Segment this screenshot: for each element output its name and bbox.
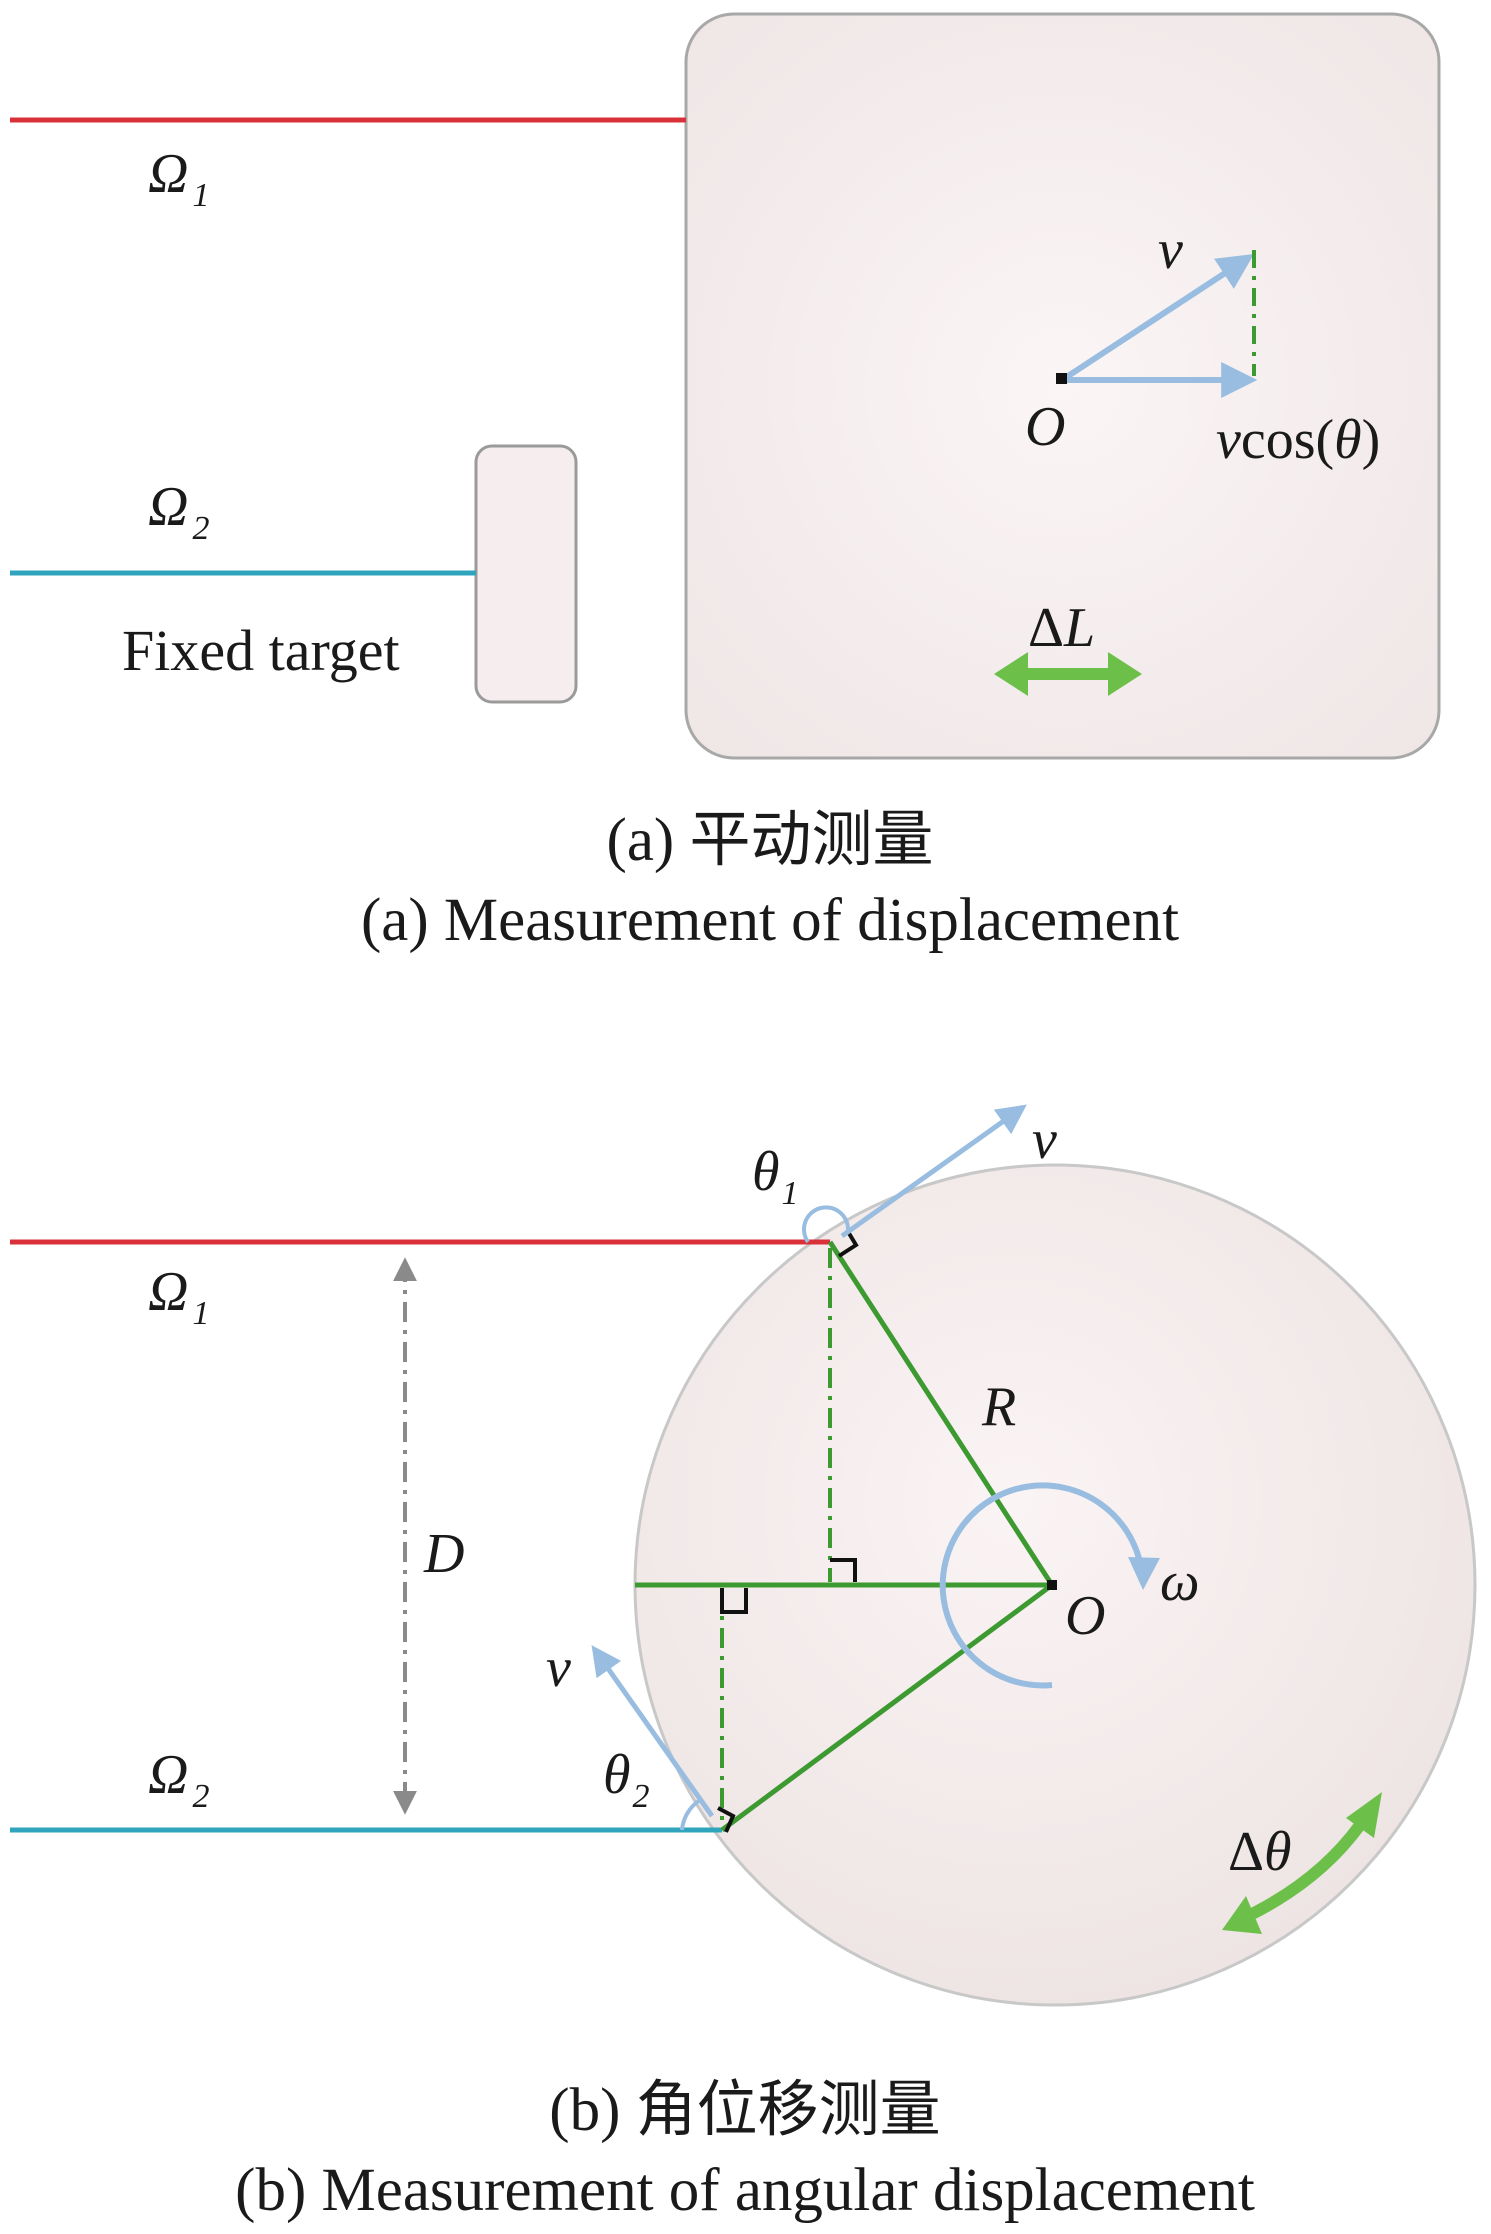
velocity-vector-bottom [591,1645,715,1818]
delta-l-double-arrow [994,652,1142,696]
rotation-arrowhead [1128,1557,1160,1590]
theta1-arc [802,1205,851,1244]
delta-theta-label: Δθ [1228,1821,1292,1883]
omega-rotation-label: ω [1160,1551,1200,1613]
radius-label: R [981,1376,1016,1438]
v-top-label: v [1032,1109,1057,1171]
fixed-target-label: Fixed target [122,618,400,683]
center-point [1047,1580,1057,1590]
rotation-arc [939,1482,1144,1689]
caption-b-en: (b) Measurement of angular displacement [235,2157,1255,2224]
right-angle-marker [720,1588,748,1614]
theta2-arc [680,1798,702,1831]
origin-point [1056,373,1067,384]
velocity-label: v [1158,219,1183,281]
distance-d-label: D [423,1523,464,1585]
right-angle-marker [717,1806,736,1833]
velocity-vector [1060,254,1255,383]
projection-label: vcos(θ) [1216,409,1380,471]
theta2-label: θ2 [603,1744,650,1815]
moving-target-box [684,12,1441,760]
caption-a-en: (a) Measurement of displacement [361,887,1179,954]
radius-bottom [720,1582,1054,1833]
right-angle-marker [830,1558,857,1582]
caption-a-cn: (a) 平动测量 [607,807,934,874]
theta1-label: θ1 [752,1141,799,1212]
delta-theta-double-arrow [1222,1792,1382,1934]
right-angle-marker [837,1228,859,1258]
delta-l-label: ΔL [1028,597,1095,659]
fixed-target-block [474,444,578,704]
caption-b-cn: (b) 角位移测量 [549,2077,940,2144]
velocity-vector-top [840,1104,1027,1239]
radius-top [827,1240,1055,1587]
origin-label: O [1025,396,1065,458]
origin-label: O [1065,1585,1105,1647]
v-bottom-label: v [546,1637,571,1699]
